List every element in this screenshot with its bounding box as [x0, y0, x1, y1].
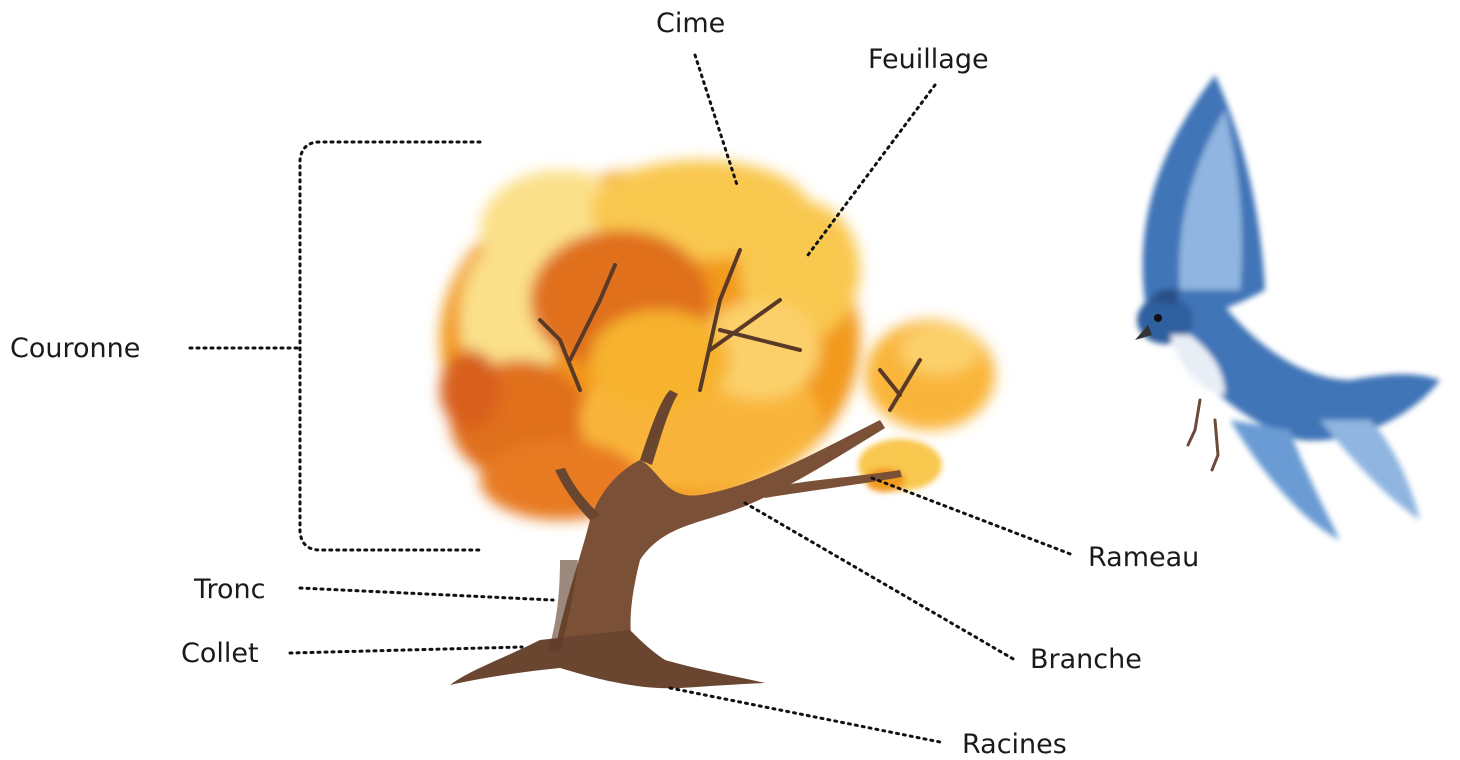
label-cime: Cime: [656, 10, 725, 37]
label-racines: Racines: [962, 731, 1067, 758]
label-couronne: Couronne: [10, 335, 140, 362]
label-feuillage: Feuillage: [868, 46, 989, 73]
label-branche: Branche: [1030, 646, 1142, 673]
leader-collet: [290, 647, 522, 653]
label-rameau: Rameau: [1088, 544, 1199, 571]
leader-racines: [670, 688, 940, 742]
foliage-small-clump: [858, 439, 942, 492]
tree-illustration: [440, 160, 995, 688]
bluejay-illustration: [1135, 75, 1440, 540]
leader-branche: [745, 503, 1015, 660]
label-tronc: Tronc: [194, 576, 266, 603]
leader-tronc: [300, 588, 553, 600]
label-collet: Collet: [181, 640, 259, 667]
